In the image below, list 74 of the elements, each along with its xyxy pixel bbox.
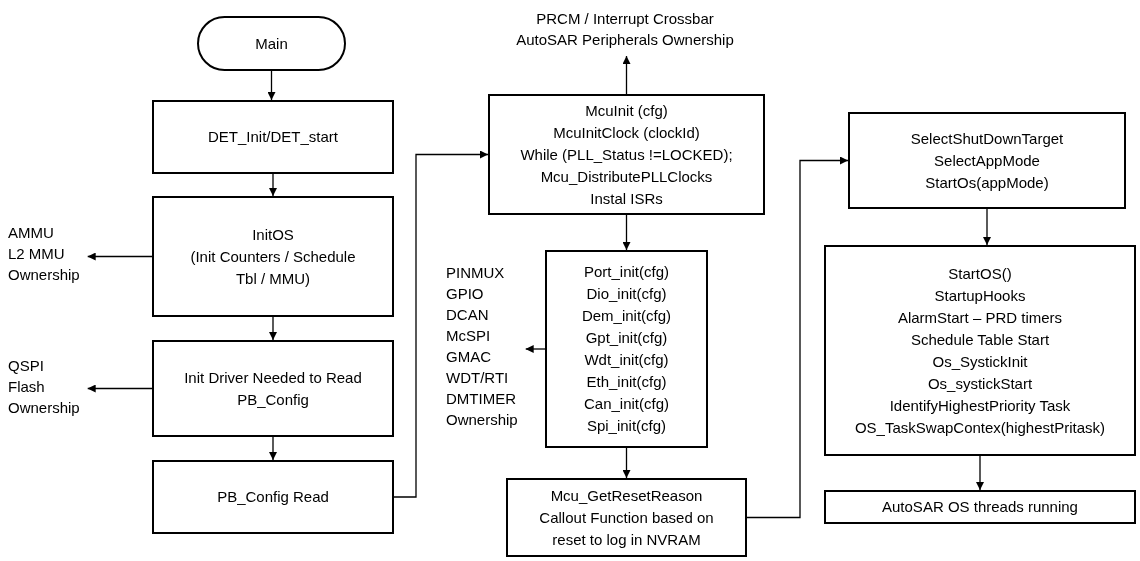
step-text: Instal ISRs [590,188,663,209]
arrow [746,156,849,519]
step-text: StartupHooks [934,285,1026,306]
step-text: Schedule Table Start [910,329,1050,350]
start-terminal [197,16,346,71]
note-text: AMMU [8,223,54,243]
note-text: Ownership [8,265,80,285]
note-text: DMTIMER [446,389,516,409]
step-text: (Init Counters / Schedule Tbl / MMU) [189,246,357,289]
arrow [267,70,276,101]
arrow [269,173,277,197]
step-text: InitOS [252,224,294,245]
process-box [824,490,1136,524]
step-text: Dem_init(cfg) [581,306,672,326]
note-text: L2 MMU [8,244,65,264]
arrow [87,252,153,261]
step-text: AlarmStart – PRD timers [897,307,1063,328]
step-text: SelectAppMode [934,150,1040,171]
note-text: WDT/RTI [446,368,509,388]
arrow [87,384,153,393]
process-box [506,478,747,557]
step-text: StartOs(appMode) [925,172,1049,193]
step-text: DET_Init/DET_start [207,127,338,147]
note-text: Flash [8,377,45,397]
arrow [622,55,631,95]
step-text: McuInit (cfg) [585,100,668,121]
step-text: Dio_init(cfg) [586,284,667,304]
note-text: QSPI [8,356,44,376]
step-text: Mcu_GetResetReason [550,485,703,506]
note-text: McSPI [446,326,491,346]
step-text: AutoSAR OS threads running [882,497,1078,517]
arrow [622,447,631,479]
note-text: Ownership [446,410,518,430]
process-box [152,460,394,534]
step-text: Spi_init(cfg) [586,416,667,436]
step-text: Main [255,33,288,54]
step-text: Port_init(cfg) [584,262,669,282]
arrow [976,455,984,491]
step-text: SelectShutDownTarget [910,128,1064,149]
note-text: PINMUX [446,263,505,283]
step-text: Mcu_DistributePLLClocks [540,166,713,187]
process-box [824,245,1136,456]
step-text: While (PLL_Status !=LOCKED); [520,144,733,165]
step-text: Init Driver Needed to Read PB_Config [183,367,363,410]
note-text: DCAN [446,305,489,325]
note-text: GMAC [446,347,491,367]
process-box [152,340,394,437]
step-text: IdentifyHighestPriority Task [889,395,1071,416]
step-text: OS_TaskSwapContex(highestPritask) [854,417,1106,438]
arrow [393,150,489,498]
arrow [269,316,277,341]
step-text: Os_systickStart [927,373,1033,394]
note-text: Ownership [8,398,80,418]
process-box [152,100,394,174]
process-box [488,94,765,215]
step-text: Gpt_init(cfg) [585,328,668,348]
step-text: StartOS() [948,263,1012,284]
step-text: Eth_init(cfg) [586,372,667,392]
process-box [848,112,1126,209]
step-text: Can_init(cfg) [583,394,669,414]
step-text: PB_Config Read [217,487,329,507]
arrow [269,436,277,461]
arrow [983,208,991,246]
note-text: GPIO [446,284,484,304]
step-text: McuInitClock (clockId) [553,122,700,143]
step-text: Wdt_init(cfg) [584,350,669,370]
note-text: PRCM / Interrupt Crossbar [536,9,714,29]
step-text: Callout Function based on reset to log in NVRAM [538,507,715,550]
arrow [622,214,631,251]
arrow [525,345,546,353]
note-text: AutoSAR Peripherals Ownership [516,30,734,50]
process-box [152,196,394,317]
step-text: Os_SystickInit [932,351,1028,372]
process-box [545,250,708,448]
